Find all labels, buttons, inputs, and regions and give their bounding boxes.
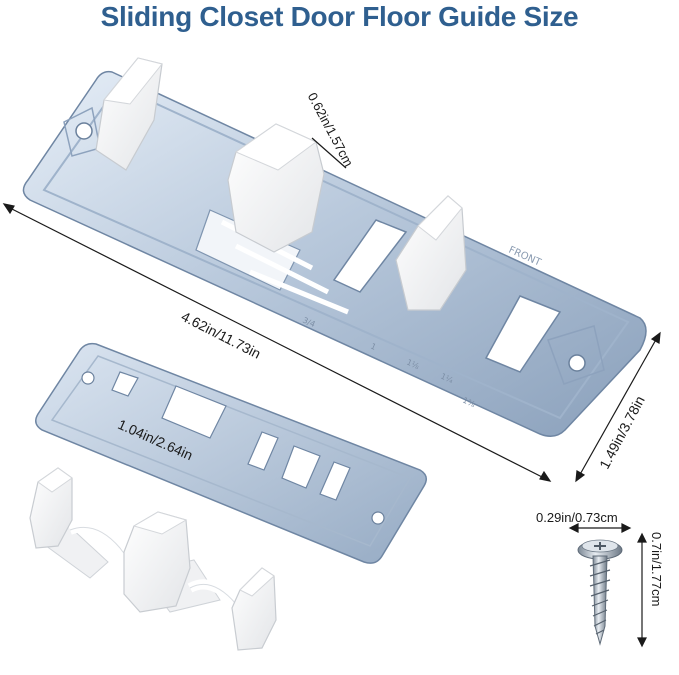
marking-1: 1 bbox=[369, 342, 377, 352]
plastic-guide-piece bbox=[29, 467, 277, 651]
page-title: Sliding Closet Door Floor Guide Size bbox=[100, 1, 579, 32]
guide-tab-2 bbox=[227, 123, 325, 253]
small-floor-guide bbox=[35, 342, 427, 564]
large-floor-guide: FRONT 3/4 1 1⅛ 1¼ 1⅜ bbox=[22, 57, 647, 437]
screw-length-label: 0.7in/1.77cm bbox=[649, 532, 664, 607]
guide-tab-3 bbox=[395, 195, 467, 311]
guide-tab-1 bbox=[95, 57, 163, 171]
screw bbox=[577, 539, 623, 646]
screw-head-label: 0.29in/0.73cm bbox=[536, 510, 618, 525]
